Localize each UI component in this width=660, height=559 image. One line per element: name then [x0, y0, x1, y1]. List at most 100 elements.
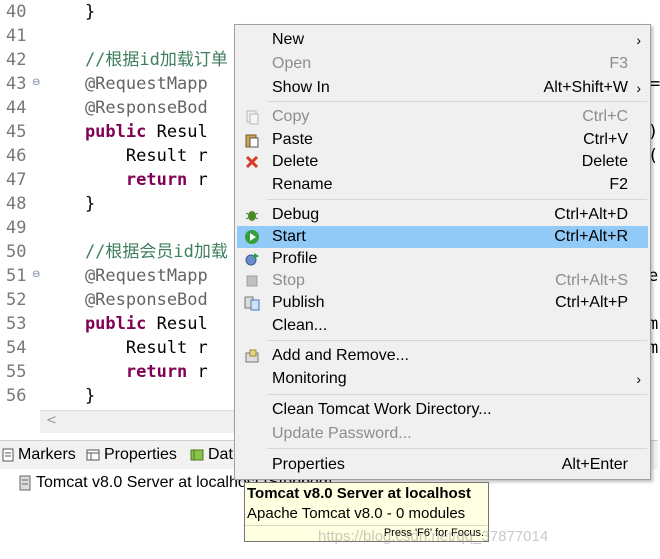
- line-number: 49: [6, 218, 27, 238]
- tab-data[interactable]: Dat: [190, 445, 233, 465]
- data-source-icon: [190, 449, 204, 461]
- code-line[interactable]: 48 }: [0, 192, 658, 216]
- code-line[interactable]: 42 //根据id加载订单: [0, 48, 658, 72]
- menu-item-label: Debug: [272, 206, 320, 223]
- tab-markers[interactable]: Markers: [2, 445, 76, 465]
- menu-item-delete[interactable]: Delete Delete: [237, 151, 648, 173]
- menu-item-add-and-remove[interactable]: Add and Remove...: [237, 345, 648, 367]
- menu-item-label: Monitoring: [272, 370, 347, 387]
- code-text: public Resul: [44, 312, 208, 336]
- code-text: Result r: [44, 336, 208, 360]
- scroll-left-icon[interactable]: <: [46, 413, 57, 428]
- menu-item-clean[interactable]: Clean...: [237, 315, 648, 337]
- menu-item-label: Publish: [272, 294, 325, 311]
- menu-separator: [267, 448, 647, 449]
- tab-properties[interactable]: Properties: [86, 445, 177, 465]
- code-comment: //根据id加载订单: [44, 50, 228, 70]
- menu-item-shortcut: Ctrl+V: [583, 131, 628, 148]
- line-number: 51: [6, 266, 27, 286]
- code-fragment: Resul: [146, 122, 208, 142]
- menu-item-shortcut: Ctrl+Alt+S: [555, 272, 628, 289]
- code-line[interactable]: 45 public Resul): [0, 120, 658, 144]
- menu-item-shortcut: Ctrl+Alt+D: [554, 206, 628, 223]
- menu-item-rename[interactable]: Rename F2: [237, 174, 648, 196]
- keyword: public: [44, 122, 147, 142]
- code-line[interactable]: 54 Result r m: [0, 336, 658, 360]
- code-fragment: Result r: [44, 338, 208, 358]
- code-line[interactable]: 56 }: [0, 384, 658, 408]
- code-line[interactable]: 55 return r: [0, 360, 658, 384]
- menu-separator: [267, 199, 647, 200]
- code-fragment-right: =: [650, 74, 660, 94]
- server-tooltip: Tomcat v8.0 Server at localhost Apache T…: [244, 482, 489, 542]
- code-line[interactable]: 49: [0, 216, 658, 240]
- code-text: //根据id加载订单: [44, 48, 228, 72]
- menu-item-debug[interactable]: Debug Ctrl+Alt+D: [237, 204, 648, 226]
- menu-item-new[interactable]: New ›: [237, 29, 648, 51]
- line-number: 46: [6, 146, 27, 166]
- code-annotation: @RequestMapp: [44, 266, 208, 286]
- code-line[interactable]: 41: [0, 24, 658, 48]
- submenu-arrow-icon: ›: [636, 32, 641, 48]
- menu-item-shortcut: Delete: [581, 153, 628, 170]
- code-line[interactable]: 47 return r: [0, 168, 658, 192]
- menu-item-label: Start: [272, 228, 306, 245]
- line-number: 52: [6, 290, 27, 310]
- stop-icon: [246, 275, 258, 287]
- menu-item-label: Delete: [272, 153, 319, 170]
- menu-separator: [267, 394, 647, 395]
- menu-item-label: Copy: [272, 108, 310, 125]
- code-line[interactable]: 46 Result r(: [0, 144, 658, 168]
- tooltip-title: Tomcat v8.0 Server at localhost: [247, 485, 471, 502]
- code-line[interactable]: 40 }: [0, 0, 658, 24]
- line-number: 40: [6, 2, 27, 22]
- code-fragment-right: m: [648, 338, 659, 358]
- code-line[interactable]: 52 @ResponseBod: [0, 288, 658, 312]
- code-fragment-right: (: [648, 146, 659, 166]
- horizontal-scrollbar[interactable]: <: [40, 410, 235, 433]
- menu-item-monitoring[interactable]: Monitoring›: [237, 368, 648, 390]
- menu-item-label: Clean Tomcat Work Directory...: [272, 401, 492, 418]
- menu-item-shortcut: Alt+Shift+W: [543, 79, 628, 96]
- code-fragment: r: [187, 170, 208, 190]
- line-number: 42: [6, 50, 27, 70]
- line-number: 47: [6, 170, 27, 190]
- code-line[interactable]: 44 @ResponseBod: [0, 96, 658, 120]
- properties-icon: [86, 449, 100, 461]
- code-line[interactable]: 50 //根据会员id加载: [0, 240, 658, 264]
- copy-icon: [246, 110, 259, 125]
- code-fragment: }: [44, 386, 96, 406]
- fold-toggle-icon[interactable]: ⊖: [32, 77, 41, 88]
- line-number: 54: [6, 338, 27, 358]
- code-text: }: [44, 0, 95, 24]
- menu-separator: [267, 101, 647, 102]
- menu-item-update-password: Update Password...: [237, 423, 648, 445]
- code-line[interactable]: 43⊖ @RequestMapp=: [0, 72, 660, 96]
- menu-item-clean-tomcat-work-directory[interactable]: Clean Tomcat Work Directory...: [237, 399, 648, 421]
- code-text: }: [44, 384, 95, 408]
- menu-item-profile[interactable]: Profile: [237, 248, 648, 270]
- code-annotation: @ResponseBod: [44, 290, 208, 310]
- menu-item-shortcut: Ctrl+Alt+R: [554, 228, 628, 245]
- line-number: 53: [6, 314, 27, 334]
- add-remove-icon: [245, 349, 259, 363]
- fold-toggle-icon[interactable]: ⊖: [32, 269, 41, 280]
- code-text: return r: [44, 168, 208, 192]
- menu-item-shortcut: F3: [609, 55, 628, 72]
- code-text: @RequestMapp: [44, 264, 208, 288]
- menu-item-start[interactable]: Start Ctrl+Alt+R: [237, 226, 648, 248]
- code-text: @ResponseBod: [44, 288, 208, 312]
- menu-item-shortcut: Alt+Enter: [561, 456, 628, 473]
- code-text: @ResponseBod: [44, 96, 208, 120]
- menu-item-label: New: [272, 31, 305, 48]
- menu-item-label: Rename: [272, 176, 333, 193]
- menu-item-shortcut: F2: [609, 176, 628, 193]
